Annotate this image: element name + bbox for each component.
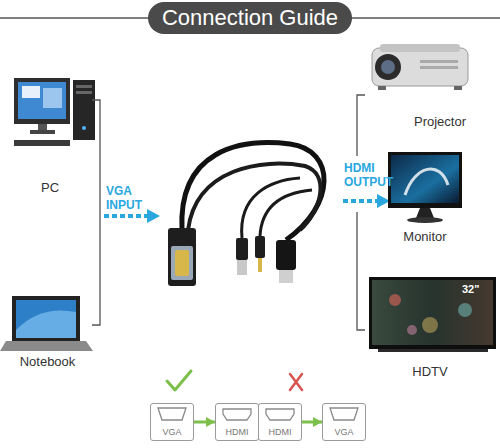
node-label: VGA <box>334 427 353 438</box>
bracket <box>357 212 365 330</box>
pc-screen-window <box>22 86 40 98</box>
output-arrow-shaft <box>343 199 378 203</box>
hdmi-plug-tip <box>279 270 293 283</box>
signal-label: VGA INPUT <box>106 184 156 212</box>
pc-monitor-frame <box>14 78 70 124</box>
projector-vent <box>420 60 458 63</box>
projector-foot <box>378 86 386 90</box>
notebook-base <box>0 341 93 351</box>
cable <box>260 190 312 236</box>
projector-body <box>372 48 468 86</box>
notebook-screen <box>16 300 76 338</box>
device-node: Monitor <box>375 145 475 245</box>
port-box: VGA <box>150 403 194 441</box>
node-label: HDMI <box>269 427 292 438</box>
projector-lens <box>375 54 401 80</box>
pc-keyboard <box>14 140 70 146</box>
check-mark <box>167 371 191 390</box>
port-box: HDMI <box>215 403 259 441</box>
pc-drive-slot <box>76 91 92 94</box>
input-arrow-shaft <box>104 214 148 218</box>
monitor-screen-dolphin <box>405 169 448 195</box>
port-box: VGA <box>322 403 366 441</box>
device-node: PC <box>0 70 100 196</box>
conversion-arrow <box>194 421 215 424</box>
tv-frame <box>369 277 496 349</box>
bracket <box>92 100 100 325</box>
port-box: HDMI <box>258 403 302 441</box>
vga-plug-pins <box>175 250 189 276</box>
vga-port-icon <box>330 408 358 420</box>
hdmi-port-icon <box>223 409 251 420</box>
cable <box>182 143 324 240</box>
node-label: HDTV <box>412 364 447 380</box>
hdmi-port-icon <box>266 409 294 420</box>
pc-drive-slot <box>76 85 92 88</box>
pc-base <box>30 130 55 134</box>
vga-plug-body <box>168 228 196 286</box>
cross-mark <box>290 374 302 390</box>
pc-stand <box>38 124 47 131</box>
usb-plug-body <box>236 238 248 260</box>
notebook-lid <box>12 296 80 341</box>
monitor-screen <box>391 155 459 203</box>
projector-vent <box>420 66 458 69</box>
node-label: PC <box>41 180 59 196</box>
projector-foot <box>454 86 462 90</box>
monitor-stand <box>416 208 434 218</box>
node-label: VGA <box>162 427 181 438</box>
pc-screen <box>18 82 66 119</box>
conversion-arrow <box>302 421 322 424</box>
node-label: Projector <box>414 114 466 130</box>
device-node: Notebook <box>0 290 95 370</box>
pc-screen-window <box>43 88 62 108</box>
pc-power-light <box>82 126 86 130</box>
vga-plug-shell <box>171 246 193 280</box>
audio-plug-pin <box>258 258 262 272</box>
monitor-frame <box>388 152 462 208</box>
hdmi-plug-body <box>276 240 296 270</box>
usb-plug-tip <box>237 260 247 275</box>
device-node: Projector <box>385 20 495 130</box>
notebook-screen-wave <box>16 310 76 338</box>
bracket <box>357 95 365 156</box>
signal-label: HDMI OUTPUT <box>344 161 398 189</box>
tv-screen-bokeh <box>389 294 401 306</box>
audio-plug-body <box>255 236 265 258</box>
pc-tower <box>73 80 95 140</box>
title-banner: Connection Guide <box>148 2 352 34</box>
tv-screen-bokeh <box>458 303 472 317</box>
node-label: Notebook <box>20 354 76 370</box>
tv-screen-bokeh <box>407 325 417 335</box>
projector-top <box>380 44 460 52</box>
vga-port-icon <box>158 408 186 420</box>
input-arrow-head <box>147 209 160 223</box>
tv-screen <box>372 280 493 345</box>
tv-base <box>378 349 488 352</box>
monitor-base <box>407 217 443 223</box>
tv-screen-bokeh <box>422 317 438 333</box>
node-label: HDMI <box>226 427 249 438</box>
projector-lens-glass <box>381 60 395 74</box>
size-label: 32" <box>462 283 492 296</box>
node-label: Monitor <box>403 229 446 245</box>
